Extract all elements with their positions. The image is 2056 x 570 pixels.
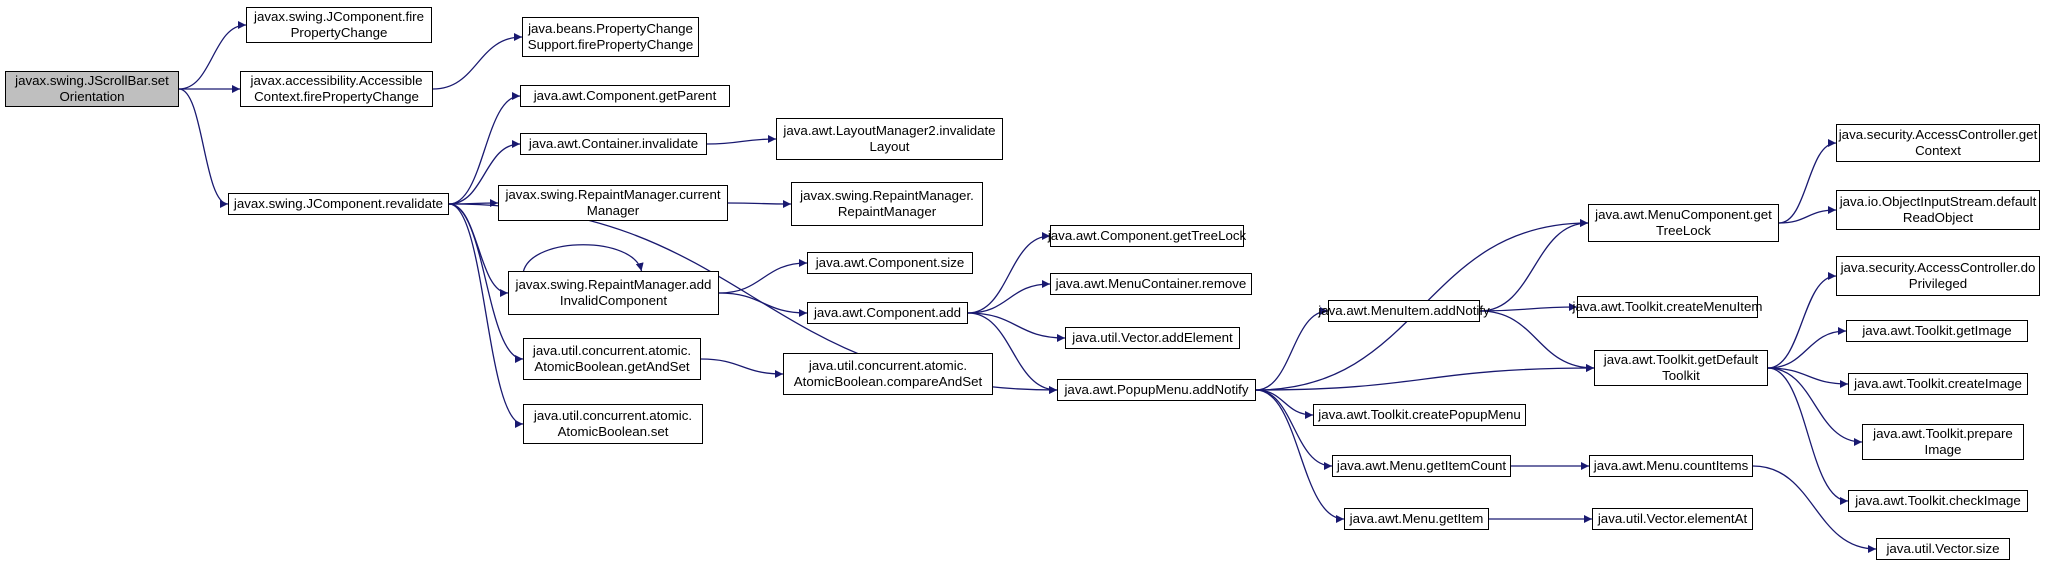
node-javax-accessibility-accessiblecontext-firepropertychange[interactable]: javax.accessibility.Accessible Context.f…: [240, 71, 433, 107]
node-java-awt-menu-getitem[interactable]: java.awt.Menu.getItem: [1344, 508, 1489, 530]
node-java-awt-component-getparent[interactable]: java.awt.Component.getParent: [520, 85, 730, 107]
edge-n4-to-n6: [448, 140, 521, 205]
node-java-awt-component-gettreelock[interactable]: java.awt.Component.getTreeLock: [1048, 225, 1246, 247]
node-javax-swing-repaintmanager-currentmanager[interactable]: javax.swing.RepaintManager.current Manag…: [498, 185, 728, 221]
node-java-awt-menucontainer-remove[interactable]: java.awt.MenuContainer.remove: [1050, 273, 1252, 295]
node-java-io-objectinputstream-defaultreadobject[interactable]: java.io.ObjectInputStream.default ReadOb…: [1836, 190, 2040, 230]
edge-n16-to-n23: [1255, 364, 1595, 391]
node-javax-swing-jscrollbar-setorientation: javax.swing.JScrollBar.set Orientation: [5, 71, 179, 107]
node-java-awt-component-size[interactable]: java.awt.Component.size: [807, 252, 973, 274]
edge-n17-to-n18: [700, 358, 784, 378]
node-java-util-vector-size[interactable]: java.util.Vector.size: [1876, 538, 2010, 560]
edge-n4-to-n5: [448, 92, 521, 205]
node-java-awt-menu-getitemcount[interactable]: java.awt.Menu.getItemCount: [1332, 455, 1511, 477]
edge-n21-to-n20: [1479, 219, 1589, 312]
edge-n4-to-n19: [448, 203, 524, 428]
edge-n0-to-n1: [178, 21, 247, 90]
edge-n21-to-n22: [1479, 303, 1578, 312]
node-javax-swing-repaintmanager-addinvalidcomponent[interactable]: javax.swing.RepaintManager.add InvalidCo…: [508, 271, 719, 315]
edge-n16-to-n27: [1255, 389, 1345, 523]
node-java-awt-toolkit-getimage[interactable]: java.awt.Toolkit.getImage: [1846, 320, 2028, 342]
edge-n12-to-n14: [967, 280, 1051, 314]
edge-n21-to-n23: [1479, 310, 1595, 372]
edge-n10-to-n11: [718, 259, 808, 294]
edge-n20-to-n29: [1778, 139, 1837, 224]
node-java-awt-toolkit-checkimage[interactable]: java.awt.Toolkit.checkImage: [1848, 490, 2028, 512]
node-javax-swing-jcomponent-revalidate[interactable]: javax.swing.JComponent.revalidate: [228, 193, 449, 215]
edge-n23-to-n34: [1767, 367, 1863, 446]
node-java-awt-toolkit-getdefaulttoolkit[interactable]: java.awt.Toolkit.getDefault Toolkit: [1594, 350, 1768, 386]
node-java-awt-toolkit-createmenuitem[interactable]: java.awt.Toolkit.createMenuItem: [1573, 296, 1762, 318]
node-java-util-concurrent-atomic-atomicboolean-compareandset[interactable]: java.util.concurrent.atomic. AtomicBoole…: [783, 353, 993, 395]
node-java-awt-popupmenu-addnotify[interactable]: java.awt.PopupMenu.addNotify: [1057, 379, 1256, 401]
node-java-awt-toolkit-prepareimage[interactable]: java.awt.Toolkit.prepare Image: [1862, 424, 2024, 460]
node-java-awt-menucomponent-gettreelock[interactable]: java.awt.MenuComponent.get TreeLock: [1588, 204, 1779, 242]
node-java-awt-menu-countitems[interactable]: java.awt.Menu.countItems: [1589, 455, 1753, 477]
node-java-security-accesscontroller-getcontext[interactable]: java.security.AccessController.get Conte…: [1836, 124, 2040, 162]
edge-n6-to-n7: [706, 135, 777, 145]
node-java-security-accesscontroller-doprivileged[interactable]: java.security.AccessController.do Privil…: [1836, 256, 2040, 296]
node-javax-swing-repaintmanager-repaintmanager[interactable]: javax.swing.RepaintManager. RepaintManag…: [791, 182, 983, 226]
edge-n2-to-n3: [432, 33, 523, 90]
node-java-awt-toolkit-createpopupmenu[interactable]: java.awt.Toolkit.createPopupMenu: [1313, 404, 1526, 426]
edge-n16-to-n21: [1255, 307, 1329, 391]
edge-n12-to-n15: [967, 312, 1066, 342]
edge-n23-to-n35: [1767, 367, 1849, 505]
edge-n10-to-n12: [718, 292, 808, 317]
edge-n23-to-n32: [1767, 327, 1847, 369]
edge-n0-to-n4: [178, 88, 229, 208]
edge-n10-to-n10: [522, 244, 644, 272]
node-java-awt-menuitem-addnotify[interactable]: java.awt.MenuItem.addNotify: [1318, 300, 1490, 322]
node-java-util-vector-elementat[interactable]: java.util.Vector.elementAt: [1592, 508, 1753, 530]
edge-n26-to-n36: [1752, 465, 1877, 553]
node-java-awt-container-invalidate[interactable]: java.awt.Container.invalidate: [520, 133, 707, 155]
node-java-util-vector-addelement[interactable]: java.util.Vector.addElement: [1065, 327, 1240, 349]
edge-n8-to-n9: [727, 199, 792, 208]
edge-n12-to-n13: [967, 232, 1051, 314]
node-java-awt-component-add[interactable]: java.awt.Component.add: [807, 302, 968, 324]
edge-n12-to-n16: [967, 312, 1058, 394]
node-javax-swing-jcomponent-firepropertychange[interactable]: javax.swing.JComponent.fire PropertyChan…: [246, 7, 432, 43]
edge-n16-to-n25: [1255, 389, 1333, 470]
node-java-util-concurrent-atomic-atomicboolean-set[interactable]: java.util.concurrent.atomic. AtomicBoole…: [523, 404, 703, 444]
edge-n4-to-n17: [448, 203, 524, 363]
node-java-awt-toolkit-createimage[interactable]: java.awt.Toolkit.createImage: [1848, 373, 2028, 395]
node-java-awt-layoutmanager2-invalidatelayout[interactable]: java.awt.LayoutManager2.invalidate Layou…: [776, 118, 1003, 160]
node-java-beans-propertychangesupport-firepropertychange[interactable]: java.beans.PropertyChange Support.firePr…: [522, 17, 699, 57]
node-java-util-concurrent-atomic-atomicboolean-getandset[interactable]: java.util.concurrent.atomic. AtomicBoole…: [523, 338, 701, 380]
edge-n23-to-n31: [1767, 272, 1837, 369]
edge-n23-to-n33: [1767, 367, 1849, 388]
edge-n20-to-n30: [1778, 206, 1837, 224]
